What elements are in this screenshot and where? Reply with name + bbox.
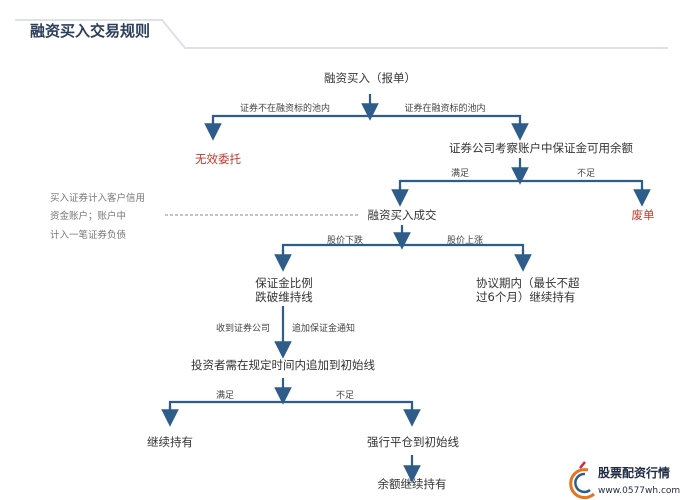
node-void: 废单: [631, 208, 655, 222]
branch-margin: [398, 179, 644, 198]
node-agreement-1: 协议期内（最长不超: [476, 276, 580, 290]
node-invalid: 无效委托: [195, 152, 241, 166]
node-below-line-2: 跌破维持线: [255, 290, 313, 304]
label-price-down: 股价下跌: [326, 236, 364, 246]
node-check-margin: 证券公司考察账户中保证金可用余额: [449, 141, 633, 155]
logo-url: www.0577wh.com: [598, 486, 681, 496]
node-deal: 融资买入成交: [367, 208, 437, 222]
node-keep-holding: 继续持有: [147, 435, 193, 449]
branch-pool: [211, 114, 522, 134]
label-in-pool: 证券在融资标的池内: [404, 104, 486, 114]
page-title: 融资买入交易规则: [30, 22, 151, 40]
side-note-2: 资金账户；账户中: [50, 211, 127, 222]
node-start: 融资买入（报单）: [324, 71, 416, 85]
label-insufficient-1: 不足: [576, 169, 596, 179]
node-agreement-2: 过6个月）继续持有: [476, 290, 576, 304]
node-investor-add: 投资者需在规定时间内追加到初始线: [191, 358, 375, 372]
label-price-up: 股价上涨: [446, 236, 484, 246]
node-below-line-1: 保证金比例: [255, 276, 313, 290]
side-note-1: 买入证券计入客户信用: [50, 193, 146, 204]
label-notice-right: 追加保证金通知: [292, 324, 356, 334]
label-sufficient-2: 满足: [215, 391, 235, 401]
label-sufficient-1: 满足: [450, 169, 470, 179]
side-note-3: 计入一笔证券负债: [50, 230, 127, 241]
branch-price: [281, 243, 525, 265]
logo-icon: [569, 461, 596, 500]
node-force-close: 强行平仓到初始线: [367, 435, 459, 449]
node-remaining-hold: 余额继续持有: [377, 477, 447, 491]
header-rule: [15, 19, 668, 49]
branch-investor: [168, 400, 414, 420]
label-not-in-pool: 证券不在融资标的池内: [239, 104, 331, 114]
logo-name: 股票配资行情: [598, 466, 671, 480]
label-insufficient-2: 不足: [335, 391, 355, 401]
label-notice-left: 收到证券公司: [215, 324, 270, 334]
